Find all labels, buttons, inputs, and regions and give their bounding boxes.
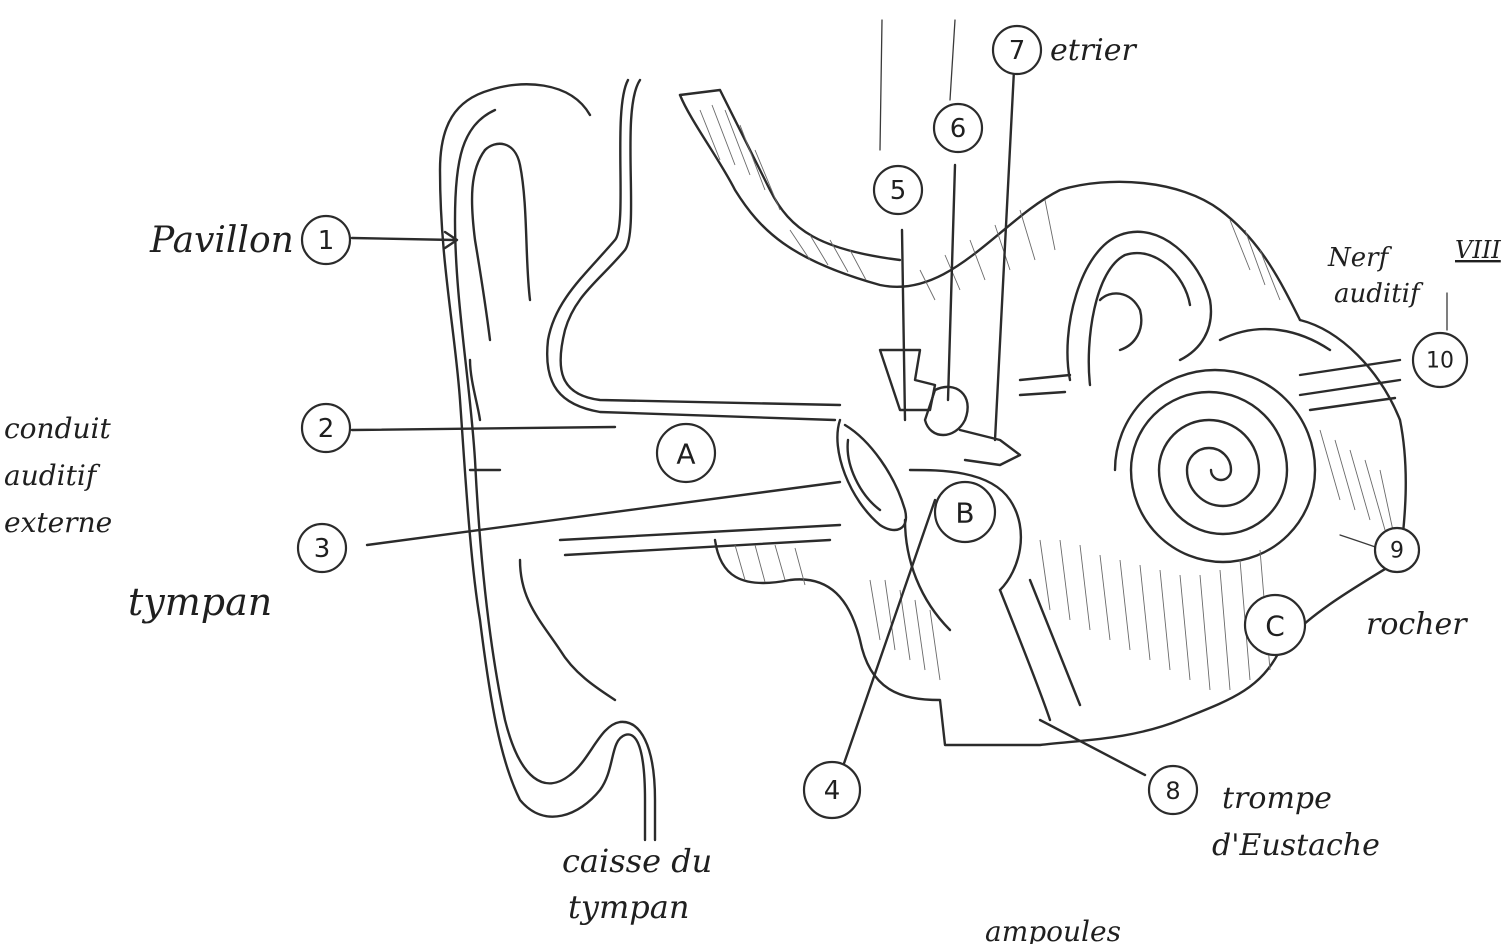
marker-4-label: 4 [824, 776, 841, 806]
label-etrier: etrier [1050, 33, 1137, 68]
marker-9-label: 9 [1390, 539, 1404, 564]
marker-10-label: 10 [1426, 349, 1454, 374]
marker-7-label: 7 [1009, 36, 1026, 66]
marker-4: 4 [804, 762, 860, 818]
region-b: B [935, 482, 995, 542]
label-ampoules: ampoules [985, 915, 1121, 944]
label-conduit-line1: conduit [4, 412, 111, 445]
marker-6-label: 6 [950, 114, 967, 144]
label-conduit-line3: externe [4, 506, 112, 539]
label-trompe-line1: trompe [1222, 781, 1332, 816]
label-tympan: tympan [128, 580, 272, 624]
label-trompe-line2: d'Eustache [1212, 828, 1380, 863]
label-caisse-line1: caisse du [562, 842, 712, 880]
marker-9: 9 [1375, 528, 1419, 572]
region-a: A [657, 424, 715, 482]
marker-6: 6 [934, 104, 982, 152]
marker-2-label: 2 [318, 414, 335, 444]
region-b-label: B [955, 497, 974, 530]
marker-1: 1 [302, 216, 350, 264]
marker-5: 5 [874, 166, 922, 214]
label-conduit-line2: auditif [4, 459, 101, 492]
marker-5-label: 5 [890, 176, 907, 206]
label-caisse-line2: tympan [568, 888, 689, 926]
marker-8: 8 [1149, 766, 1197, 814]
label-pavillon: Pavillon [149, 220, 294, 261]
marker-3: 3 [298, 524, 346, 572]
marker-7: 7 [993, 26, 1041, 74]
marker-10: 10 [1413, 333, 1467, 387]
marker-2: 2 [302, 404, 350, 452]
marker-8-label: 8 [1165, 777, 1180, 805]
label-nerf-roman: VIII [1455, 236, 1501, 264]
label-nerf-line2: auditif [1334, 279, 1424, 309]
region-a-label: A [676, 438, 695, 471]
label-rocher: rocher [1366, 607, 1468, 642]
label-nerf-line1: Nerf [1327, 243, 1393, 273]
outer-ear-drawing [440, 80, 840, 840]
marker-1-label: 1 [318, 226, 335, 256]
region-c: C [1245, 595, 1305, 655]
marker-3-label: 3 [314, 534, 331, 564]
region-c-label: C [1265, 610, 1285, 643]
